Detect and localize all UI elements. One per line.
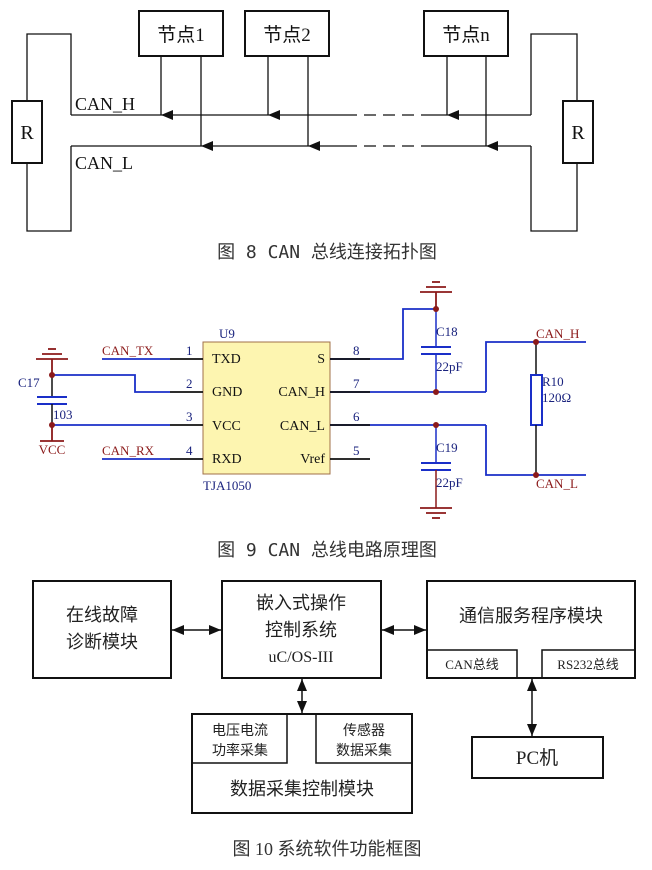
data-acquisition-module: 电压电流 功率采集 传感器 数据采集 数据采集控制模块 [191,713,413,814]
fault-module-line-2: 诊断模块 [66,632,138,652]
c17-ref: C17 [18,375,40,390]
chip-part-label: TJA1050 [203,478,251,493]
pin-name-vcc: VCC [212,419,241,434]
resistor-r10 [530,339,543,478]
pin-name-can-l: CAN_L [280,419,325,434]
node-n-label: 节点n [442,24,490,46]
os-module-line-2: 控制系统 [265,620,337,640]
r10-value: 120Ω [542,390,571,405]
pin-name-gnd: GND [212,385,242,400]
pin-num-2: 2 [186,376,193,391]
figure-10-caption: 图 10 系统软件功能框图 [233,839,422,859]
comm-sub-can-bus: CAN总线 [445,657,498,672]
left-pin-wires [52,358,203,460]
comm-sub-rs232-bus: RS232总线 [557,657,618,672]
communication-service-module: 通信服务程序模块 CAN总线 RS232总线 [426,580,636,679]
pin-name-can-h: CAN_H [278,385,325,400]
acq-sub-right-line-1: 传感器 [343,722,385,739]
node-n: 节点n [423,10,509,151]
right-resistor: R [562,100,594,164]
pin-num-3: 3 [186,409,193,424]
pin-num-4: 4 [186,443,193,458]
can-h-bus-label: CAN_H [75,94,135,114]
pin-name-txd: TXD [212,352,241,367]
net-label-can-h: CAN_H [536,326,579,341]
ground-symbol-c19 [420,507,452,519]
figure-10-software-block-diagram: 在线故障 诊断模块 嵌入式操作 控制系统 uC/OS-III 通信服务程序模块 … [32,580,636,859]
pin-name-rxd: RXD [212,452,242,467]
right-terminator [530,33,578,232]
left-resistor: R [11,100,43,164]
pin-num-1: 1 [186,343,193,358]
right-resistor-label: R [571,122,585,144]
r10-ref: R10 [542,374,564,389]
os-module-line-3: uC/OS-III [269,649,334,666]
figure-8-caption: 图 8 CAN 总线连接拓扑图 [217,242,437,263]
net-label-can-l: CAN_L [536,476,578,491]
pin-num-5: 5 [353,443,360,458]
acq-sub-right-line-2: 数据采集 [336,742,392,759]
capacitor-c17 [37,372,67,428]
net-label-can-tx: CAN_TX [102,343,154,358]
vcc-label: VCC [39,442,66,457]
pc-label: PC机 [516,747,558,769]
can-l-bus-label: CAN_L [75,153,133,173]
pin-num-6: 6 [353,409,360,424]
fault-module-line-1: 在线故障 [66,605,138,625]
chip-u9: U9 TJA1050 TXD GND VCC RXD S CAN_H CAN_L… [202,326,331,493]
pin-num-7: 7 [353,376,360,391]
acq-sub-left-line-2: 功率采集 [212,742,268,759]
node-1: 节点1 [138,10,224,151]
acq-sub-left-line-1: 电压电流 [212,723,268,739]
figure-8-can-topology: R R CAN_H CAN_L 节点1 [11,10,594,263]
left-resistor-label: R [20,122,34,144]
left-terminator [26,33,72,232]
ground-symbol-c18 [420,281,452,309]
c19-value: 22pF [436,475,463,490]
node-2-label: 节点2 [263,24,311,46]
ground-symbol-c17 [36,348,68,375]
c18-value: 22pF [436,359,463,374]
pin-name-s: S [317,352,325,367]
embedded-os-module: 嵌入式操作 控制系统 uC/OS-III [221,580,382,679]
c19-ref: C19 [436,440,458,455]
node-2: 节点2 [244,10,330,151]
capacitor-c18 [421,306,451,395]
figure-9-can-circuit: U9 TJA1050 TXD GND VCC RXD S CAN_H CAN_L… [18,281,586,561]
acq-module-title: 数据采集控制模块 [230,779,374,799]
pin-num-8: 8 [353,343,360,358]
vcc-symbol [40,425,64,442]
c18-ref: C18 [436,324,458,339]
os-module-line-1: 嵌入式操作 [256,593,346,613]
chip-ref-label: U9 [219,326,235,341]
fault-diagnosis-module: 在线故障 诊断模块 [32,580,172,679]
pin-name-vref: Vref [300,452,325,467]
right-pin-wires [330,308,586,476]
net-label-can-rx: CAN_RX [102,443,155,458]
figure-9-caption: 图 9 CAN 总线电路原理图 [217,540,437,561]
pc-block: PC机 [471,736,604,779]
capacitor-c19 [421,422,451,508]
node-1-label: 节点1 [157,24,205,46]
comm-module-title: 通信服务程序模块 [459,606,603,626]
c17-value: 103 [53,407,73,422]
